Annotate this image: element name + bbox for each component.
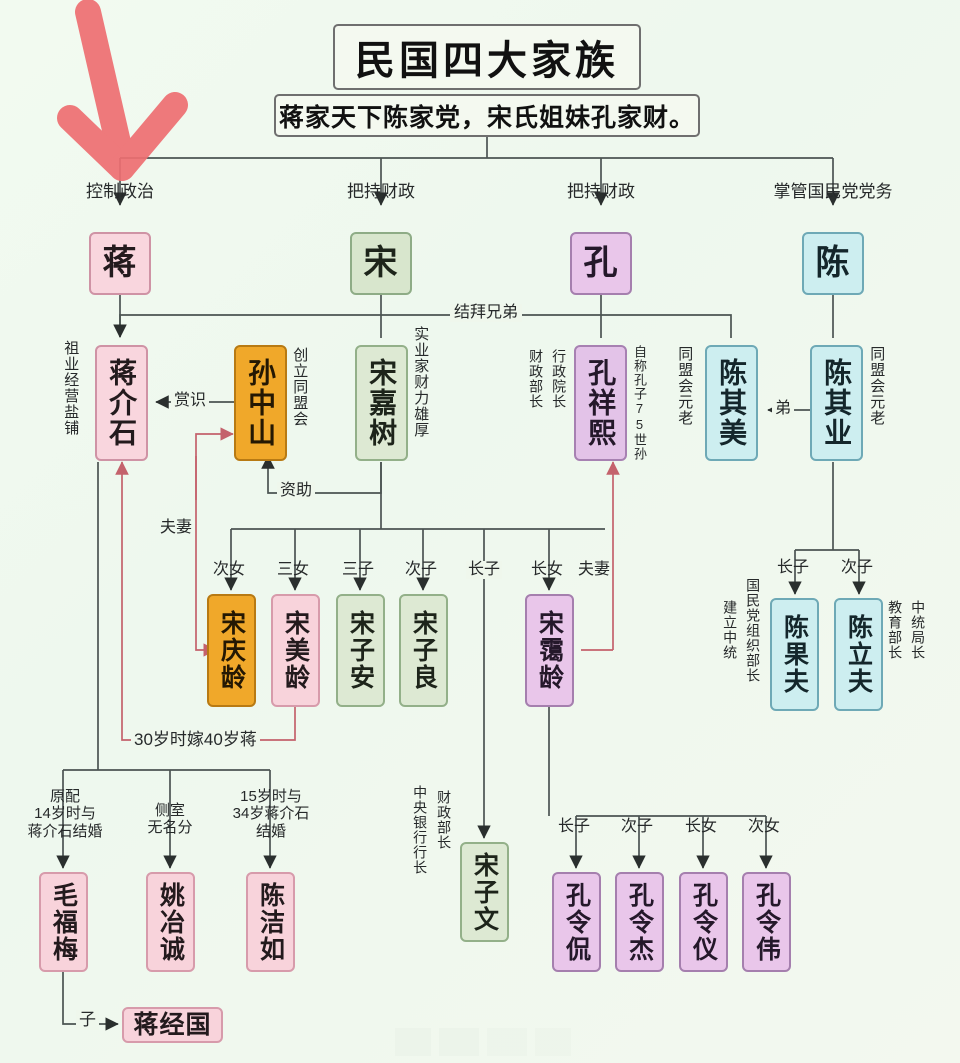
- birth-order-chen-guofu: 长子: [777, 559, 810, 576]
- person-sun-zhongshan[interactable]: 孙中山: [234, 345, 287, 461]
- edge-label-younger-brother: 弟: [772, 400, 795, 419]
- person-song-ziwen[interactable]: 宋子文: [460, 842, 509, 942]
- family-box-chen[interactable]: 陈: [802, 232, 864, 295]
- family-box-song[interactable]: 宋: [350, 232, 412, 295]
- note-first-wife: 原配 14岁时与 蒋介石结婚: [27, 788, 103, 840]
- note-kong-premier: 行政院长: [551, 349, 568, 409]
- family-role-jiang: 控制政治: [86, 182, 154, 201]
- note-married-at-30: 30岁时嫁40岁蒋: [131, 730, 260, 750]
- person-jiang-jieshi[interactable]: 蒋介石: [95, 345, 148, 461]
- page-subtitle: 蒋家天下陈家党，宋氏姐妹孔家财。: [274, 94, 700, 137]
- watermark: [395, 1028, 595, 1056]
- note-chen-qiye-tongmenghui: 同盟会元老: [868, 346, 886, 426]
- person-chen-jieru[interactable]: 陈洁如: [246, 872, 295, 972]
- edge-label-son: 子: [76, 1010, 99, 1030]
- person-kong-lingwei[interactable]: 孔令伟: [742, 872, 791, 972]
- person-chen-guofu[interactable]: 陈果夫: [770, 598, 819, 711]
- family-box-jiang[interactable]: 蒋: [89, 232, 151, 295]
- edge-label-sworn-brothers: 结拜兄弟: [450, 304, 523, 323]
- birth-order-chen-lifu: 次子: [841, 559, 874, 576]
- birth-order-song-ziwen: 长子: [466, 561, 503, 580]
- person-song-jiashu[interactable]: 宋嘉树: [355, 345, 408, 461]
- person-jiang-jingguo[interactable]: 蒋经国: [122, 1007, 223, 1043]
- family-role-chen: 掌管国民党党务: [773, 182, 893, 201]
- family-box-kong[interactable]: 孔: [570, 232, 632, 295]
- birth-order-kong-lingwei: 次女: [748, 818, 781, 835]
- person-song-ailing[interactable]: 宋霭龄: [525, 594, 574, 707]
- note-ziwen-central-bank: 中央银行行长: [412, 785, 429, 875]
- page-title: 民国四大家族: [333, 24, 641, 90]
- edge-label-appreciation: 赏识: [171, 392, 210, 411]
- edge-label-funding: 资助: [277, 482, 316, 501]
- note-lifu-education-minister: 教育部长: [887, 600, 904, 660]
- note-ziwen-finance-minister: 财政部长: [436, 790, 453, 850]
- person-chen-qimei[interactable]: 陈其美: [705, 345, 758, 461]
- family-role-song: 把持财政: [347, 182, 415, 201]
- birth-order-song-zian: 三子: [342, 561, 375, 578]
- birth-order-song-ailing: 长女: [531, 561, 564, 578]
- note-ancestral-salt: 祖业经营盐铺: [62, 340, 80, 436]
- person-yao-yecheng[interactable]: 姚冶诚: [146, 872, 195, 972]
- note-concubine: 侧室 无名分: [147, 802, 193, 837]
- note-chenjieru-marriage: 15岁时与 34岁蒋介石 结婚: [232, 788, 310, 840]
- edge-label-couple-kong: 夫妻: [578, 561, 611, 578]
- person-kong-xiangxi[interactable]: 孔祥熙: [574, 345, 627, 461]
- red-pointer-arrow: [57, 0, 188, 181]
- birth-order-kong-lingyi: 长女: [685, 818, 718, 835]
- person-song-zian[interactable]: 宋子安: [336, 594, 385, 707]
- person-kong-lingyi[interactable]: 孔令仪: [679, 872, 728, 972]
- edge-label-couple-sun: 夫妻: [160, 519, 193, 536]
- birth-order-kong-lingkan: 长子: [558, 818, 591, 835]
- note-lifu-zhongtong-chief: 中统局长: [910, 600, 927, 660]
- person-song-qingling[interactable]: 宋庆龄: [207, 594, 256, 707]
- note-chen-qimei-tongmenghui: 同盟会元老: [676, 346, 694, 426]
- person-chen-qiye[interactable]: 陈其业: [810, 345, 863, 461]
- note-confucius-descendant: 自称孔子75世孙: [631, 345, 647, 461]
- birth-order-kong-lingjie: 次子: [621, 818, 654, 835]
- note-founded-tongmenghui: 创立同盟会: [291, 347, 309, 427]
- birth-order-song-ziliang: 次子: [405, 561, 438, 578]
- birth-order-song-meiling: 三女: [277, 561, 310, 578]
- person-chen-lifu[interactable]: 陈立夫: [834, 598, 883, 711]
- person-kong-lingkan[interactable]: 孔令侃: [552, 872, 601, 972]
- person-song-meiling[interactable]: 宋美龄: [271, 594, 320, 707]
- note-guofu-org-minister: 国民党组织部长: [745, 578, 762, 683]
- person-kong-lingjie[interactable]: 孔令杰: [615, 872, 664, 972]
- note-guofu-founded-zhongtong: 建立中统: [722, 600, 739, 660]
- person-mao-fumei[interactable]: 毛福梅: [39, 872, 88, 972]
- birth-order-song-qingling: 次女: [213, 561, 246, 578]
- note-industrialist: 实业家财力雄厚: [412, 326, 430, 438]
- family-role-kong: 把持财政: [567, 182, 635, 201]
- person-song-ziliang[interactable]: 宋子良: [399, 594, 448, 707]
- note-kong-finance-minister: 财政部长: [528, 349, 545, 409]
